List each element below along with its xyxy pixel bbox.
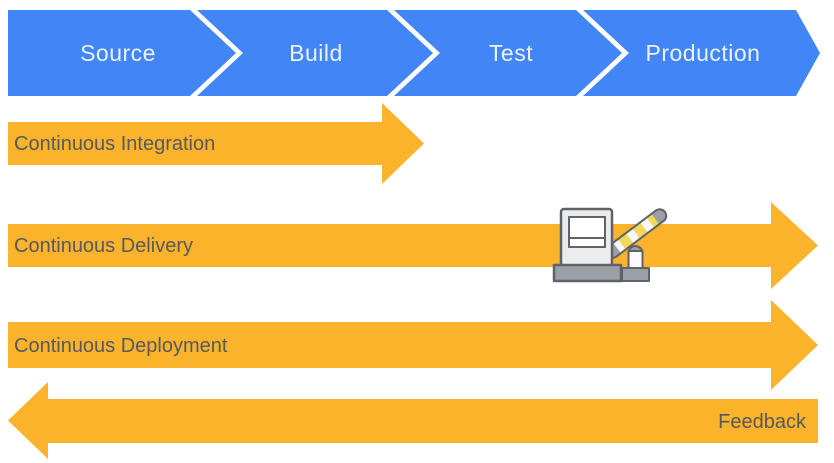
stage-source-chevron [8,10,236,96]
stage-source-label: Source [80,40,156,66]
arrow-continuous-delivery-label: Continuous Delivery [14,235,193,257]
arrow-continuous-integration-label: Continuous Integration [14,133,215,155]
stage-test-label: Test [489,40,533,66]
arrow-continuous-deployment-shape [8,300,818,390]
stage-build-label: Build [289,40,343,66]
arrow-feedback-shape [8,382,818,459]
toll-gate-base [552,263,623,283]
arrow-continuous-delivery: Continuous Delivery [8,202,818,289]
stage-banner: Source Build Test Production [8,10,820,96]
toll-gate-bollard [621,245,650,282]
arrow-continuous-integration-shape [8,103,424,184]
stage-production-label: Production [646,40,761,66]
arrow-continuous-delivery-shape [8,202,818,289]
stage-test-chevron [394,10,622,96]
arrow-continuous-deployment: Continuous Deployment [8,300,818,390]
arrow-continuous-integration: Continuous Integration [8,103,424,184]
stage-production-chevron [583,10,820,96]
stage-build-chevron [197,10,433,96]
toll-gate-window [568,216,606,248]
toll-gate-icon [552,206,669,283]
arrow-continuous-deployment-label: Continuous Deployment [14,335,228,357]
arrow-feedback-label: Feedback [718,411,807,433]
arrow-feedback: Feedback [8,382,818,459]
